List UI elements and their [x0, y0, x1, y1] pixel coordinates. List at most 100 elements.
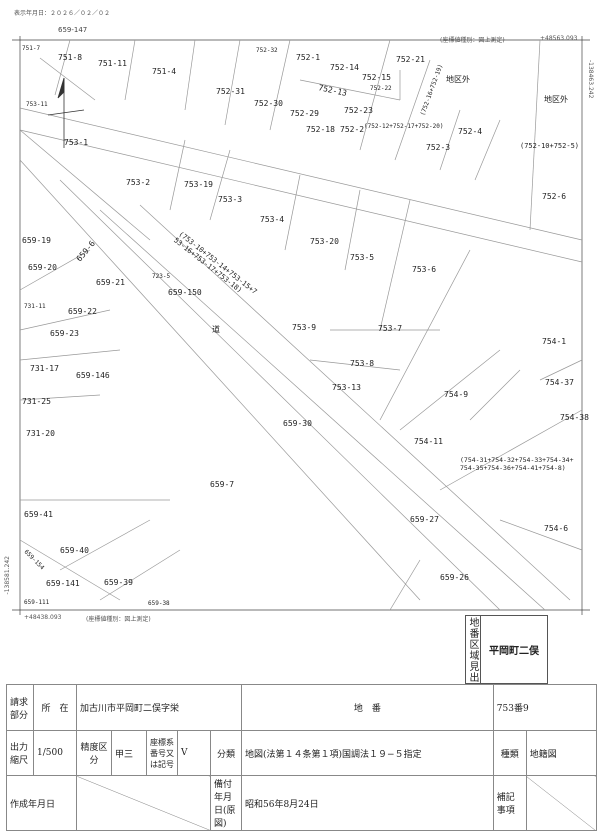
request-label: 請求部分	[6, 684, 34, 731]
parcel-label: 731-17	[30, 364, 59, 373]
lot-label: 地 番	[241, 684, 494, 731]
parcel-label: 753-13	[332, 383, 361, 392]
parcel-label: 659-146	[76, 371, 110, 380]
parcel-label: 752-4	[458, 127, 482, 136]
parcel-label: 753-2	[126, 178, 150, 187]
scale-label: 出力縮尺	[6, 730, 34, 776]
parcel-label: 752-1	[296, 53, 320, 62]
coord-bottom: +48438.093	[24, 614, 62, 621]
parcel-label: 659-27	[410, 515, 439, 524]
cadastral-map: 751-7 751-8 751-11 751-4 752-32 752-1 75…	[12, 36, 590, 615]
road-label: 道	[212, 324, 220, 334]
parcel-label: 754-37	[545, 378, 574, 387]
parcel-label: 752-23	[344, 106, 373, 115]
parcel-label: 659-23	[50, 329, 79, 338]
parcel-label: 752-15	[362, 73, 391, 82]
north-arrow-icon	[47, 77, 85, 148]
parcel-label: 751-4	[152, 67, 176, 76]
parcel-label: 752-3	[426, 143, 450, 152]
parcel-label: 659-21	[96, 278, 125, 287]
parcel-label: 752-31	[216, 87, 245, 96]
coord-note-bottom: (座標値種別：図上測定)	[86, 616, 151, 623]
notes-value-empty	[525, 775, 598, 831]
parcel-group-label: (752-10+752-5)	[520, 142, 579, 150]
class-value: 地図(法第１４条第１項)国調法１９−５指定	[241, 730, 494, 776]
parcel-label: 754-6	[544, 524, 568, 533]
parcel-label: 731-20	[26, 429, 55, 438]
filed-label: 備付年月日(原図)	[210, 775, 242, 831]
parcel-label: 751-7	[22, 45, 40, 52]
parcel-label: 752-32	[256, 47, 278, 54]
display-date: 表示年月日：２０２６／０２／０２	[14, 10, 111, 17]
parcel-label: 753-11	[26, 101, 48, 108]
parcel-label: 723-5	[152, 273, 170, 280]
coord-note-top: (座標値種別：図上測定)	[440, 37, 505, 44]
parcel-label: 659-38	[148, 600, 170, 607]
parcel-label: 753-3	[218, 195, 242, 204]
parcel-label: 752-18	[306, 125, 335, 134]
lot-value: 753番9	[492, 684, 598, 731]
lot-area-index-box: 地番区域見出 平岡町二俣	[465, 615, 548, 684]
parcel-group-label: (754-31+754-32+754-33+754-34+754-35+754-…	[460, 456, 574, 472]
parcel-label: 659-111	[24, 599, 50, 606]
coord-right: -138463.242	[587, 60, 594, 99]
parcel-label: 753-7	[378, 324, 402, 333]
parcel-label: 752-14	[330, 63, 359, 72]
parcel-label: 659-40	[60, 546, 89, 555]
filed-value: 昭和56年8月24日	[241, 775, 494, 831]
coord-top: +48563.093	[540, 35, 578, 42]
parcel-group-label: (752-12+752-17+752-20)	[364, 123, 443, 130]
parcel-boundaries	[12, 36, 590, 615]
class-label: 分類	[210, 730, 242, 776]
parcel-label: 752-2	[340, 125, 364, 134]
index-label: 地番区域見出	[466, 616, 481, 683]
parcel-label: 751-8	[58, 53, 82, 62]
parcel-label: 659-41	[24, 510, 53, 519]
created-value-empty	[76, 775, 211, 831]
parcel-label: 753-19	[184, 180, 213, 189]
precision-value: 甲三	[111, 730, 147, 776]
info-table: 請求部分 所 在 加古川市平岡町二俣字栄 地 番 753番9 出力縮尺 1/50…	[6, 684, 598, 831]
parcel-label: 754-1	[542, 337, 566, 346]
parcel-label: 659-141	[46, 579, 80, 588]
parcel-label: 659-20	[28, 263, 57, 272]
outside-area-label: 地区外	[446, 74, 470, 84]
location-label: 所 在	[33, 684, 77, 731]
outside-parcel-label: 659-147	[58, 26, 88, 34]
parcel-label: 754-38	[560, 413, 589, 422]
notes-label: 補記事項	[492, 775, 527, 831]
parcel-label: 659-6	[75, 239, 97, 263]
parcel-label: 753-9	[292, 323, 316, 332]
parcel-label: 752-6	[542, 192, 566, 201]
parcel-label: 731-11	[24, 303, 46, 310]
parcel-label: 659-39	[104, 578, 133, 587]
created-label: 作成年月日	[6, 775, 77, 831]
parcel-label: 752-30	[254, 99, 283, 108]
parcel-label: 753-1	[64, 138, 88, 147]
index-value: 平岡町二俣	[489, 646, 539, 657]
parcel-label: 659-22	[68, 307, 97, 316]
parcel-label: 753-4	[260, 215, 284, 224]
parcel-label: 754-11	[414, 437, 443, 446]
coord-system-value: V	[177, 730, 211, 776]
parcel-label: 659-7	[210, 480, 234, 489]
parcel-label: 659-154	[23, 548, 46, 571]
parcel-group-label: (752-16+752-19)	[419, 63, 444, 116]
parcel-label: 659-26	[440, 573, 469, 582]
type-label: 種類	[492, 730, 527, 776]
parcel-label: 659-19	[22, 236, 51, 245]
parcel-label: 754-9	[444, 390, 468, 399]
scale-value: 1/500	[33, 730, 77, 776]
parcel-label: 731-25	[22, 397, 51, 406]
outside-area-label: 地区外	[544, 94, 568, 104]
parcel-label: 752-13	[318, 83, 348, 98]
parcel-label: 752-22	[370, 85, 392, 92]
parcel-label: 751-11	[98, 59, 127, 68]
precision-label: 精度区分	[76, 730, 112, 776]
type-value: 地籍図	[525, 730, 598, 776]
parcel-label: 752-21	[396, 55, 425, 64]
parcel-label: 753-20	[310, 237, 339, 246]
location-value: 加古川市平岡町二俣字栄	[76, 684, 242, 731]
parcel-label: 752-29	[290, 109, 319, 118]
parcel-label: 659-150	[168, 288, 202, 297]
